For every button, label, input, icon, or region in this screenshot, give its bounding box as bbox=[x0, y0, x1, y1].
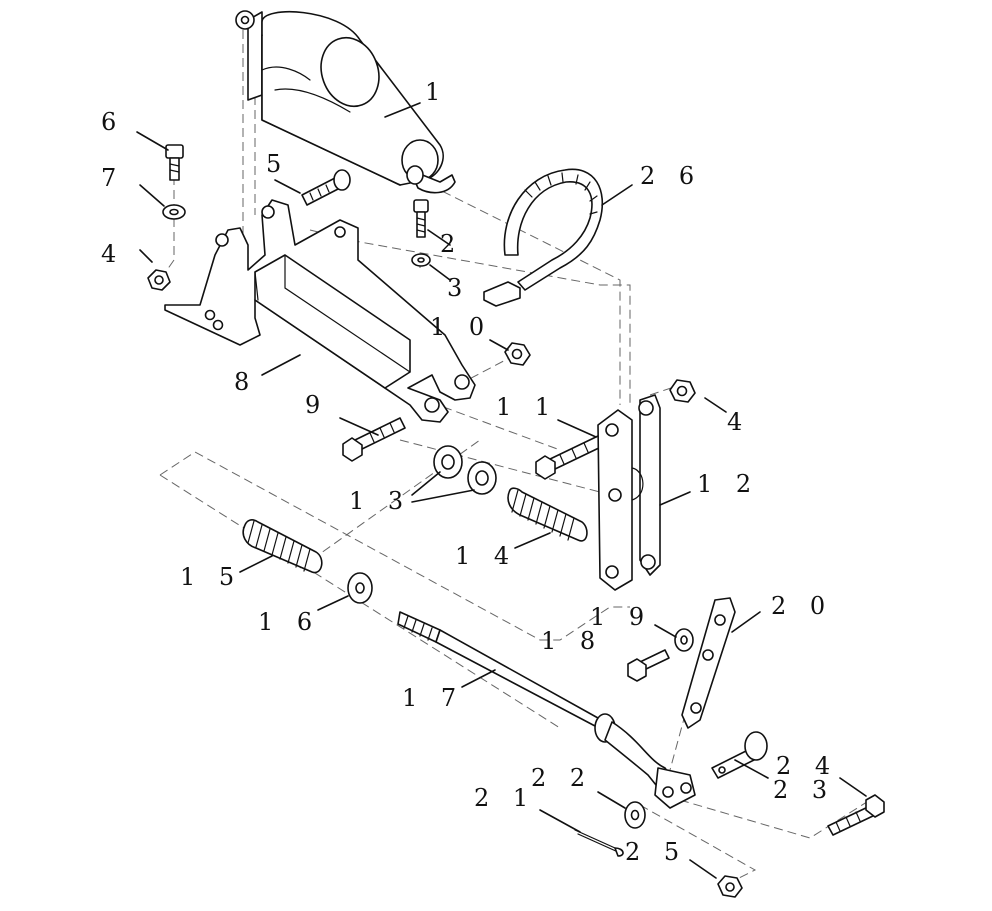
part-nut-25 bbox=[717, 875, 743, 898]
callout-17: 1 7 bbox=[402, 684, 464, 712]
part-spring-14 bbox=[507, 487, 588, 542]
callout-20: 2 0 bbox=[771, 592, 833, 620]
part-nut-4-left bbox=[147, 269, 171, 291]
part-bushings-13 bbox=[433, 445, 497, 495]
part-threaded-rod-17 bbox=[397, 611, 696, 809]
callout-3: 3 bbox=[447, 274, 470, 302]
part-cotter-pin-21 bbox=[574, 829, 624, 857]
part-spring-15 bbox=[242, 519, 323, 574]
leader-lines bbox=[136, 102, 867, 879]
callout-11: 1 1 bbox=[496, 393, 558, 421]
callout-6: 6 bbox=[101, 108, 124, 136]
part-small-washer bbox=[411, 253, 431, 267]
callout-9: 9 bbox=[305, 391, 328, 419]
callout-1: 1 bbox=[425, 78, 448, 106]
callout-labels: 1 2 3 4 4 5 6 7 8 9 1 0 1 1 1 2 1 3 1 4 … bbox=[101, 78, 838, 866]
part-bolt-11 bbox=[535, 435, 604, 480]
callout-7: 7 bbox=[101, 164, 124, 192]
callout-21: 2 1 bbox=[474, 784, 536, 812]
assembly-guide-lines bbox=[159, 30, 871, 881]
callout-14: 1 4 bbox=[455, 542, 517, 570]
part-cable-tie-26 bbox=[483, 168, 604, 307]
part-mounting-bracket bbox=[164, 199, 476, 423]
part-link-plates-12 bbox=[597, 394, 661, 591]
part-washer-19 bbox=[674, 628, 694, 652]
callout-23: 2 3 bbox=[773, 776, 835, 804]
part-lever-plate-20 bbox=[681, 597, 736, 729]
callout-4-left: 4 bbox=[101, 240, 124, 268]
part-nut-10 bbox=[504, 342, 531, 366]
part-washer-16 bbox=[347, 572, 373, 604]
callout-15: 1 5 bbox=[180, 563, 242, 591]
part-nut-4-right bbox=[669, 379, 696, 403]
part-washer-22 bbox=[624, 801, 646, 829]
callout-13: 1 3 bbox=[349, 487, 411, 515]
callout-18: 1 8 bbox=[541, 627, 603, 655]
part-clevis-pin-23 bbox=[711, 731, 768, 779]
part-washer-7 bbox=[162, 204, 186, 220]
callout-5: 5 bbox=[266, 150, 289, 178]
callout-8: 8 bbox=[234, 368, 257, 396]
part-bolt-9 bbox=[342, 417, 406, 462]
part-small-bolt bbox=[413, 199, 429, 238]
callout-16: 1 6 bbox=[258, 608, 320, 636]
part-bolt-18 bbox=[627, 649, 670, 682]
part-bolt-5 bbox=[301, 169, 351, 206]
callout-24: 2 4 bbox=[776, 752, 838, 780]
callout-25: 2 5 bbox=[625, 838, 687, 866]
callout-26: 2 6 bbox=[640, 162, 702, 190]
part-bolt-24 bbox=[827, 794, 885, 836]
callout-19: 1 9 bbox=[590, 603, 652, 631]
part-bolt-6 bbox=[165, 144, 184, 181]
callout-10: 1 0 bbox=[430, 313, 492, 341]
callout-22: 2 2 bbox=[531, 764, 593, 792]
callout-4-right: 4 bbox=[727, 408, 750, 436]
callout-12: 1 2 bbox=[697, 470, 759, 498]
part-actuator-cylinder bbox=[235, 10, 456, 194]
callout-2: 2 bbox=[440, 230, 463, 258]
